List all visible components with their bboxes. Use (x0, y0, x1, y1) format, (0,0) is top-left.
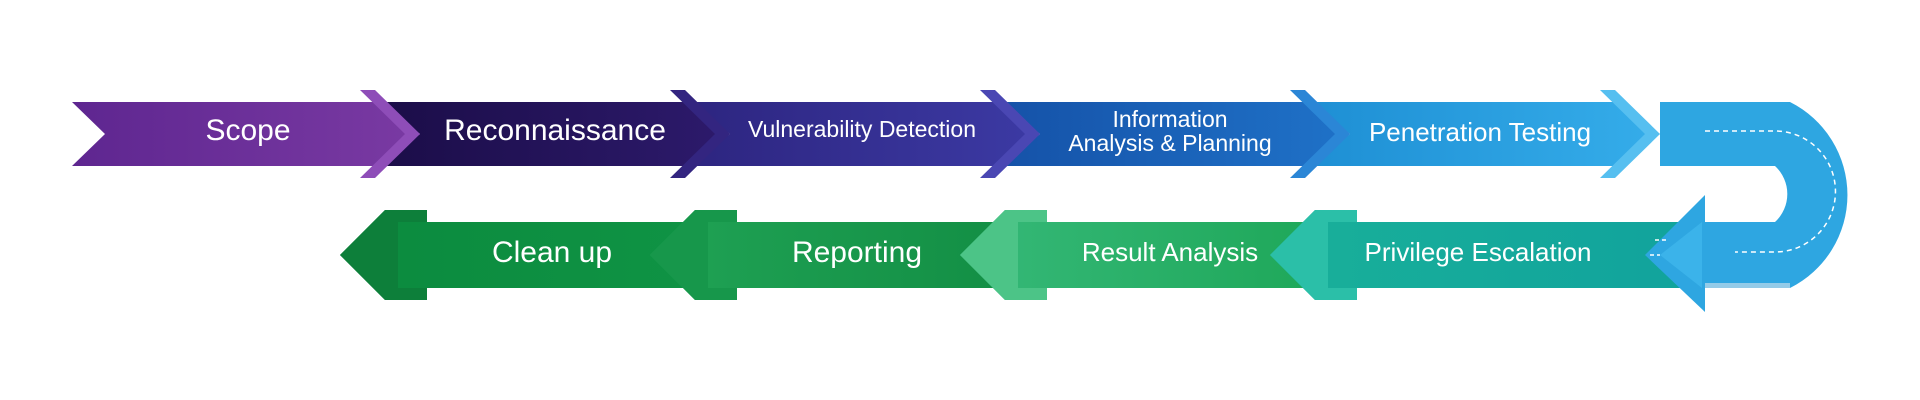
step-clean-up: Clean up (340, 210, 690, 300)
bottom-row: Clean up Reporting Result Analysis Privi… (340, 195, 1705, 312)
step-reporting: Reporting (650, 210, 1000, 300)
u-turn-arrowhead (1645, 195, 1705, 312)
step-label: Reconnaissance (444, 114, 666, 147)
step-label: Clean up (492, 236, 612, 269)
step-label: Reporting (792, 236, 922, 269)
step-label: Privilege Escalation (1365, 237, 1592, 267)
step-reconnaissance: Reconnaissance (380, 90, 730, 178)
step-label-line-1: Information (1112, 106, 1227, 132)
step-privilege-escalation: Privilege Escalation (1270, 210, 1690, 300)
step-scope: Scope (72, 90, 420, 178)
step-label: Penetration Testing (1369, 117, 1591, 147)
step-penetration-testing: Penetration Testing (1310, 90, 1660, 178)
step-result-analysis: Result Analysis (960, 210, 1310, 300)
u-turn-dashed-guide (1705, 130, 1837, 253)
step-label: Vulnerability Detection (748, 116, 976, 142)
step-label-line-2: Analysis & Planning (1068, 130, 1271, 156)
step-information-analysis-planning: Information Analysis & Planning (1000, 90, 1350, 178)
u-turn-connector (1660, 102, 1848, 288)
step-label: Result Analysis (1082, 237, 1258, 267)
u-turn-shadow (1690, 283, 1790, 288)
top-row: Penetration Testing Information Analysis… (72, 90, 1660, 178)
step-vulnerability-detection: Vulnerability Detection (690, 90, 1040, 178)
step-label: Scope (205, 114, 290, 147)
